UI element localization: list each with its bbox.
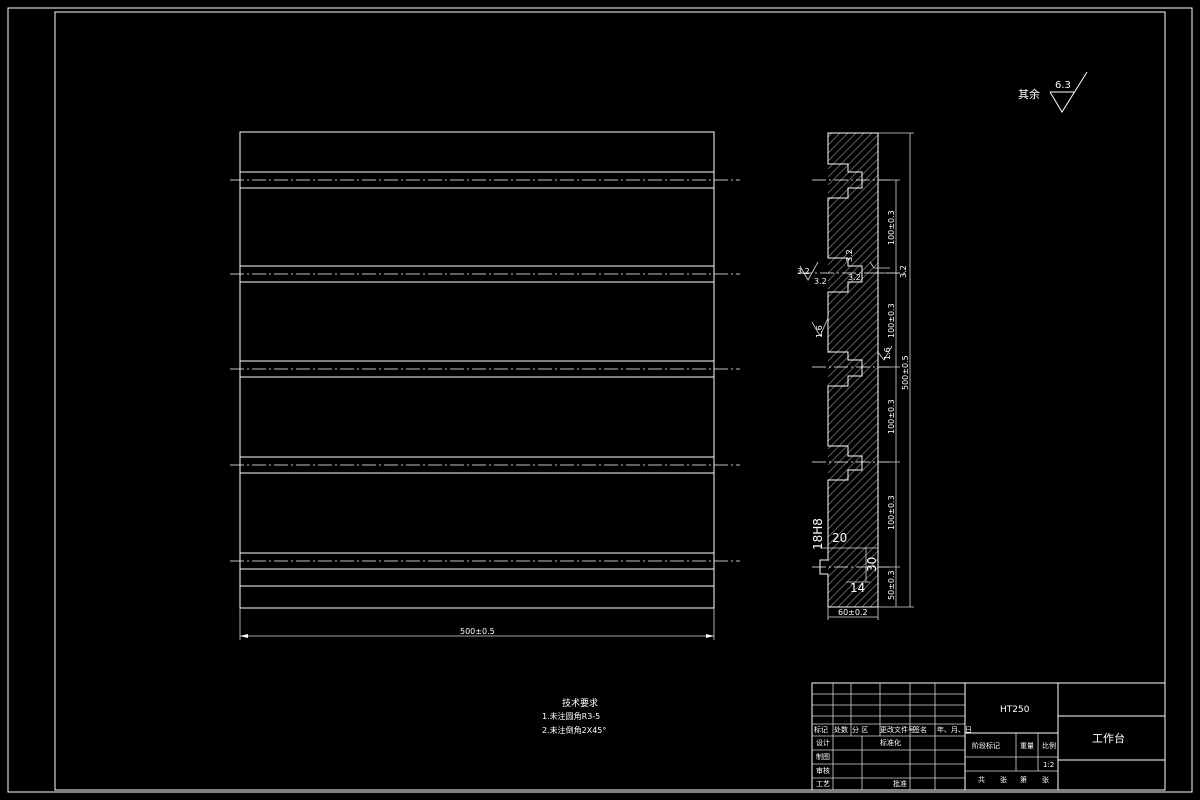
overall-dim: 500±0.5 — [901, 355, 910, 390]
sheet-total-suffix: 张 — [1000, 775, 1007, 784]
roughness-value: 6.3 — [1055, 80, 1071, 91]
slot-dim-20: 20 — [832, 531, 847, 545]
header-sign: 签名 — [913, 725, 927, 734]
slot-dim-30: 30 — [865, 557, 879, 572]
section-hatch — [828, 133, 878, 607]
end-dim: 50±0.3 — [887, 570, 896, 600]
pitch-dim-1: 100±0.3 — [887, 210, 896, 245]
section-outline — [819, 132, 879, 608]
plan-slot-1 — [230, 171, 740, 189]
role-review: 审核 — [816, 766, 830, 775]
plan-slot-3 — [230, 360, 740, 378]
header-count: 处数 — [834, 725, 848, 734]
roughness-symbol: 其余 6.3 — [1018, 71, 1088, 113]
plan-slot-5 — [230, 552, 740, 570]
sheet-total-prefix: 共 — [978, 775, 985, 784]
rough-note-3: 3.2 — [848, 273, 861, 282]
header-doc: 更改文件号 — [880, 725, 915, 734]
role-draw: 制图 — [816, 752, 830, 761]
sheet-no-prefix: 第 — [1020, 775, 1027, 784]
stage-mark-label: 阶段标记 — [972, 741, 1000, 750]
tech-req-item-2: 2.未注倒角2X45° — [542, 725, 606, 735]
slot-fit: 18H8 — [811, 518, 825, 550]
part-name: 工作台 — [1092, 731, 1125, 745]
plan-outline — [239, 131, 715, 609]
plan-slots — [230, 171, 740, 587]
pitch-dim-3: 100±0.3 — [887, 399, 896, 434]
header-zone: 分 区 — [852, 725, 868, 734]
section-view: 100±0.3 100±0.3 100±0.3 100±0.3 50±0.3 5… — [797, 132, 914, 620]
scale-label: 比例 — [1042, 741, 1056, 750]
inner-border — [54, 11, 1166, 791]
pitch-dim-2: 100±0.3 — [887, 303, 896, 338]
rough-note-5: 3.2 — [899, 265, 908, 278]
title-block-revision-grid — [812, 683, 965, 790]
title-block: HT250 工作台 阶段标记 重量 比例 1:2 共 张 第 张 标记 处数 分… — [811, 682, 1166, 791]
standardization-label: 标准化 — [880, 738, 901, 747]
rough-note-4: 3.2 — [845, 249, 854, 262]
plan-width-dim: 500±0.5 — [460, 627, 495, 636]
technical-requirements: 技术要求 1.未注圆角R3-5 2.未注倒角2X45° — [542, 697, 606, 735]
slot-dim-14: 14 — [850, 581, 865, 595]
tech-req-item-1: 1.未注圆角R3-5 — [542, 711, 600, 721]
rough-note-2: 3.2 — [814, 277, 827, 286]
header-date: 年、月、日 — [937, 725, 972, 734]
approve-label: 批准 — [893, 779, 907, 788]
role-process: 工艺 — [816, 780, 830, 788]
rough-note-7: 1.6 — [883, 347, 892, 360]
rough-note-1: 3.2 — [797, 267, 810, 276]
thickness-dim: 60±0.2 — [838, 608, 868, 617]
scale-value: 1:2 — [1043, 761, 1054, 769]
pitch-dim-4: 100±0.3 — [887, 495, 896, 530]
material: HT250 — [1000, 705, 1030, 715]
rough-note-6: 1.6 — [815, 325, 824, 338]
header-mark: 标记 — [814, 725, 828, 734]
outer-border — [7, 7, 1193, 793]
weight-label: 重量 — [1020, 742, 1034, 750]
sheet-no-suffix: 张 — [1042, 775, 1049, 784]
roughness-label: 其余 — [1018, 87, 1040, 101]
tech-req-title: 技术要求 — [562, 697, 598, 709]
role-design: 设计 — [816, 738, 830, 747]
plan-slot-4 — [230, 456, 740, 474]
plan-slot-2 — [230, 265, 740, 283]
plan-view: 500±0.5 — [230, 131, 740, 640]
